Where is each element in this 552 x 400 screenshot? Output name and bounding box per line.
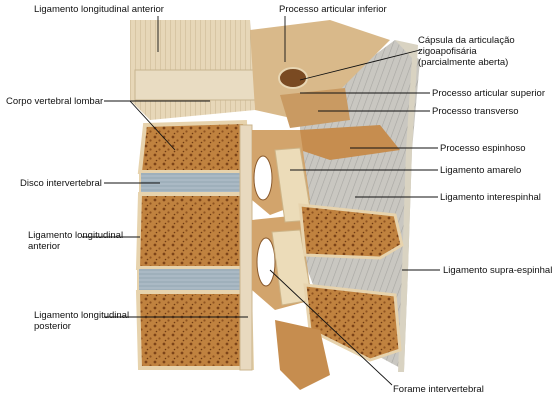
label-processo-articular-inferior: Processo articular inferior — [279, 4, 387, 15]
intervertebral-disc-2 — [137, 267, 251, 293]
label-corpo-vertebral-lombar: Corpo vertebral lombar — [6, 96, 104, 107]
supraspinous-ligament-shape — [395, 40, 418, 372]
upper-disc-band — [134, 69, 256, 101]
label-ligamento-longitudinal-anterior-top: Ligamento longitudinal anterior — [34, 4, 164, 15]
spinous-process-3 — [303, 283, 402, 362]
label-capsula-articulacao: Cápsula da articulação zigoapofisária (p… — [418, 35, 515, 68]
label-processo-transverso: Processo transverso — [432, 106, 519, 117]
label-ligamento-longitudinal-anterior-side: Ligamento longitudinal anterior — [28, 230, 124, 252]
transverse-process-shape — [280, 88, 350, 128]
label-ligamento-longitudinal-posterior: Ligamento longitudinal posterior — [34, 310, 130, 332]
label-disco-intervertebral: Disco intervertebral — [20, 178, 102, 189]
leader-forame — [269, 269, 393, 386]
spinous-process-2 — [298, 203, 404, 260]
label-processo-articular-superior: Processo articular superior — [432, 88, 545, 99]
label-processo-espinhoso: Processo espinhoso — [440, 143, 526, 154]
label-ligamento-interespinhal: Ligamento interespinhal — [440, 192, 541, 203]
leader-corpo-vertebral-2 — [129, 100, 176, 151]
intervertebral-foramen-lower — [256, 237, 276, 287]
intervertebral-foramen-upper — [253, 155, 273, 201]
lower-articular-process — [275, 320, 330, 390]
label-forame-intervertebral: Forame intervertebral — [393, 384, 484, 395]
label-ligamento-amarelo: Ligamento amarelo — [440, 165, 522, 176]
label-ligamento-supra-espinhal: Ligamento supra-espinhal — [443, 265, 552, 276]
leader-capsula — [299, 49, 421, 81]
spinous-process-1 — [300, 125, 400, 160]
